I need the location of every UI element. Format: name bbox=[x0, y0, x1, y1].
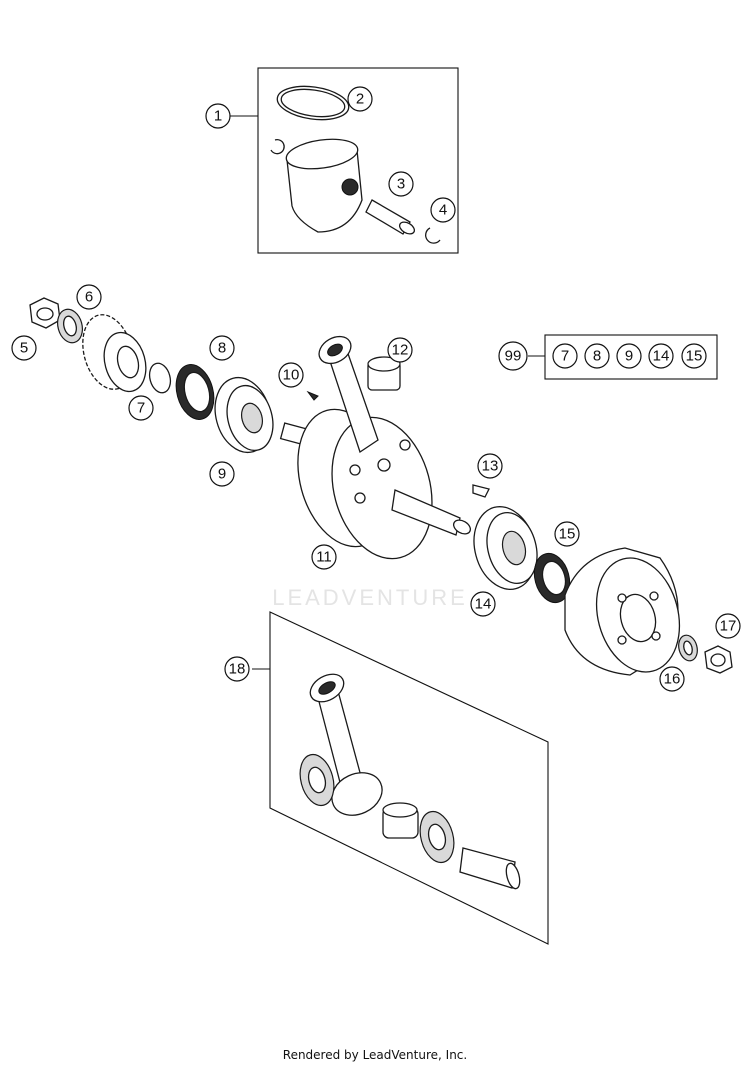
washer-left[interactable] bbox=[54, 306, 86, 345]
kit-99-label-text: 99 bbox=[505, 348, 522, 365]
callout-6-text: 6 bbox=[85, 289, 93, 306]
callout-2[interactable]: 2 bbox=[347, 86, 373, 112]
woodruff-key[interactable] bbox=[472, 484, 490, 498]
callout-3[interactable]: 3 bbox=[388, 171, 414, 197]
o-ring-left[interactable] bbox=[146, 361, 173, 395]
crankshaft[interactable] bbox=[279, 399, 473, 570]
conrod-kit-needle-bearing[interactable] bbox=[382, 802, 419, 839]
woodruff-key-small[interactable] bbox=[306, 390, 319, 401]
callout-7-text: 7 bbox=[137, 400, 145, 417]
callout-17[interactable]: 17 bbox=[715, 613, 741, 639]
piston-pin[interactable] bbox=[365, 199, 416, 236]
nut-left[interactable] bbox=[29, 297, 61, 329]
callout-15-text: 15 bbox=[559, 526, 576, 543]
callout-3-text: 3 bbox=[397, 176, 405, 193]
callout-13-text: 13 bbox=[482, 458, 499, 475]
kit-item-9-text: 9 bbox=[625, 348, 633, 365]
callout-7[interactable]: 7 bbox=[128, 395, 154, 421]
callout-12[interactable]: 12 bbox=[387, 337, 413, 363]
conrod-kit-rod[interactable] bbox=[305, 669, 389, 824]
callout-18-text: 18 bbox=[229, 661, 246, 678]
footer-credit: Rendered by LeadVenture, Inc. bbox=[282, 1048, 468, 1062]
callout-12-text: 12 bbox=[392, 342, 409, 359]
callout-10[interactable]: 10 bbox=[278, 362, 304, 388]
callout-4-text: 4 bbox=[439, 202, 447, 219]
callout-11[interactable]: 11 bbox=[311, 544, 337, 570]
callout-16-text: 16 bbox=[664, 671, 681, 688]
callout-9[interactable]: 9 bbox=[209, 461, 235, 487]
callout-14-text: 14 bbox=[475, 596, 492, 613]
ball-bearing-left[interactable] bbox=[207, 371, 280, 458]
callout-15[interactable]: 15 bbox=[554, 521, 580, 547]
conrod-kit-frame bbox=[269, 611, 549, 945]
callout-16[interactable]: 16 bbox=[659, 666, 685, 692]
shaft-seal-left[interactable] bbox=[170, 360, 219, 423]
callout-5[interactable]: 5 bbox=[11, 335, 37, 361]
kit-item-7[interactable]: 7 bbox=[552, 343, 578, 369]
kit-99-box bbox=[544, 334, 718, 380]
kit-item-15-text: 15 bbox=[686, 348, 703, 365]
conrod-kit-crank-pin[interactable] bbox=[459, 847, 522, 890]
piston-group-frame bbox=[257, 67, 459, 254]
callout-18[interactable]: 18 bbox=[224, 656, 250, 682]
callout-11-text: 11 bbox=[316, 549, 332, 566]
kit-item-8-text: 8 bbox=[593, 348, 601, 365]
callout-5-text: 5 bbox=[20, 340, 28, 357]
callout-17-text: 17 bbox=[720, 618, 737, 635]
callout-10-text: 10 bbox=[283, 367, 300, 384]
kit-item-9[interactable]: 9 bbox=[616, 343, 642, 369]
callout-1-text: 1 bbox=[214, 108, 222, 125]
primary-gear[interactable] bbox=[75, 309, 152, 396]
flywheel-rotor[interactable] bbox=[564, 547, 692, 681]
ball-bearing-right[interactable] bbox=[465, 500, 545, 597]
watermark: LEADVENTURE bbox=[272, 585, 468, 610]
callout-8[interactable]: 8 bbox=[209, 335, 235, 361]
shaft-seal-right[interactable] bbox=[529, 549, 575, 606]
kit-item-14[interactable]: 14 bbox=[648, 343, 674, 369]
callout-14[interactable]: 14 bbox=[470, 591, 496, 617]
kit-item-14-text: 14 bbox=[653, 348, 670, 365]
piston-pin-circlip[interactable] bbox=[425, 227, 441, 244]
callout-4[interactable]: 4 bbox=[430, 197, 456, 223]
nut-right[interactable] bbox=[704, 645, 733, 674]
washer-right[interactable] bbox=[676, 633, 700, 663]
conrod-kit-thrust-washer-left[interactable] bbox=[295, 751, 339, 810]
piston-ring[interactable] bbox=[275, 82, 351, 124]
callout-13[interactable]: 13 bbox=[477, 453, 503, 479]
needle-bearing-small-end[interactable] bbox=[367, 356, 401, 391]
connecting-rod[interactable] bbox=[314, 331, 379, 454]
callout-8-text: 8 bbox=[218, 340, 226, 357]
kit-item-8[interactable]: 8 bbox=[584, 343, 610, 369]
callout-6[interactable]: 6 bbox=[76, 284, 102, 310]
kit-99-label[interactable]: 99 bbox=[498, 341, 528, 371]
callout-2-text: 2 bbox=[356, 91, 364, 108]
kit-item-15[interactable]: 15 bbox=[681, 343, 707, 369]
callout-1[interactable]: 1 bbox=[205, 103, 231, 129]
conrod-kit-thrust-washer-right[interactable] bbox=[415, 808, 459, 867]
callout-9-text: 9 bbox=[218, 466, 226, 483]
piston[interactable] bbox=[270, 135, 363, 233]
kit-item-7-text: 7 bbox=[561, 348, 569, 365]
